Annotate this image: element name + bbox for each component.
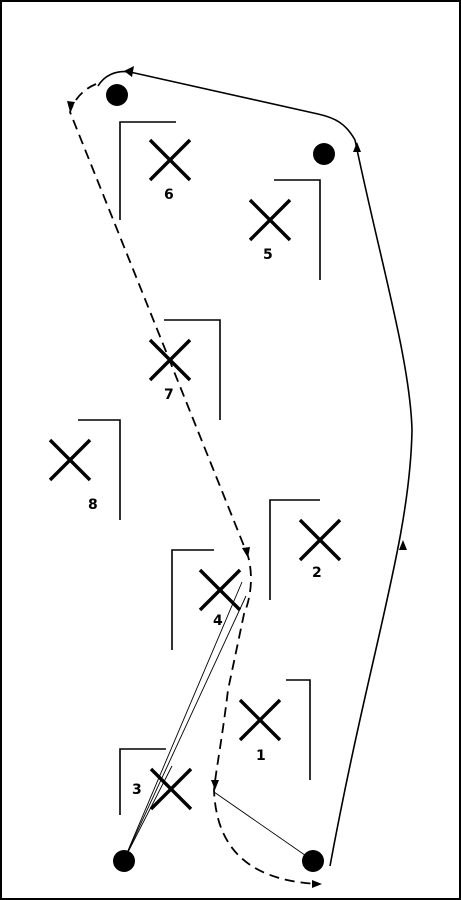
obstacle-1-bracket <box>286 679 311 780</box>
arrow-head-top <box>124 66 134 77</box>
obstacle-3-bracket <box>119 748 166 815</box>
arrow-head-dashed-lower <box>211 780 219 790</box>
arrow-head-right-lower <box>399 540 407 550</box>
obstacle-2: 2 <box>269 499 342 600</box>
thin-line-pylon-to-4b <box>123 595 247 861</box>
arrow-head-dashed-bottom <box>312 880 322 888</box>
obstacle-7-bracket <box>164 319 221 420</box>
pylon-bottom-right <box>302 850 324 872</box>
obstacle-5-number: 5 <box>263 247 273 263</box>
arrow-head-dashed-top <box>67 101 75 112</box>
obstacle-2-bracket <box>269 499 320 600</box>
obstacle-6: 6 <box>119 121 192 220</box>
pylon-top-right <box>313 143 335 165</box>
pylon-bottom-left <box>113 850 135 872</box>
obstacle-6-bracket <box>119 121 176 220</box>
obstacle-1-number: 1 <box>256 748 266 764</box>
thin-line-pylon-to-3 <box>123 765 173 861</box>
thin-line-pylon-to-4a <box>123 581 243 861</box>
obstacle-6-number: 6 <box>164 187 174 203</box>
obstacle-5: 5 <box>248 179 321 280</box>
obstacle-5-bracket <box>274 179 321 280</box>
obstacle-8: 8 <box>48 419 121 520</box>
obstacle-8-number: 8 <box>88 497 98 513</box>
arrow-head-right-upper <box>353 142 361 152</box>
obstacle-7-number: 7 <box>164 387 174 403</box>
obstacle-2-number: 2 <box>312 565 322 581</box>
arrow-head-dashed-middle <box>242 547 250 558</box>
thin-line-lower-right <box>213 791 313 861</box>
solid-route-path <box>97 70 413 867</box>
obstacle-3: 3 <box>119 748 193 815</box>
obstacle-4-number: 4 <box>213 613 223 629</box>
pylon-top-left <box>106 84 128 106</box>
obstacle-1: 1 <box>238 679 311 780</box>
obstacle-8-bracket <box>78 419 121 520</box>
obstacle-3-number: 3 <box>132 782 142 798</box>
obstacle-4-bracket <box>171 549 214 650</box>
